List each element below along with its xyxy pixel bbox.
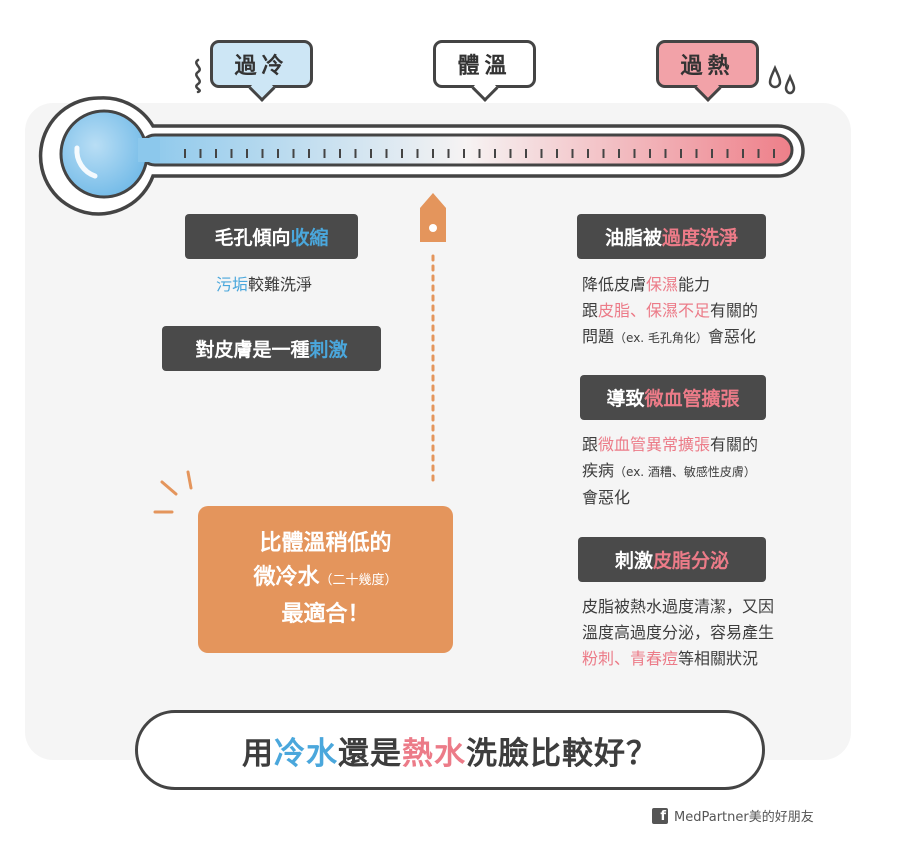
note-oil-line1-a: 降低皮膚 xyxy=(582,275,647,294)
recommend-line1: 比體溫稍低的 xyxy=(259,531,392,556)
credit-text: MedPartner美的好朋友 xyxy=(674,810,814,825)
too-hot-bubble: 過熱 xyxy=(656,40,759,88)
tag-pores-shrink-text: 毛孔傾向 xyxy=(214,227,291,249)
too-hot-label: 過熱 xyxy=(680,54,735,79)
tag-skin-irritation-highlight: 刺激 xyxy=(309,339,348,361)
page-title: 用冷水還是熱水洗臉比較好？ xyxy=(135,710,765,790)
tag-skin-irritation: 對皮膚是一種刺激 xyxy=(162,326,381,371)
cold-shiver-icon xyxy=(195,58,201,94)
tag-pores-shrink-highlight: 收縮 xyxy=(290,227,329,249)
note-oil-line1-b: 保濕 xyxy=(646,275,679,294)
note-oil-line2: 跟皮脂、保濕不足有關的 xyxy=(582,298,758,324)
note-oil-line2-c: 有關的 xyxy=(710,301,759,320)
note-capillary-line1: 跟微血管異常擴張有關的 xyxy=(582,432,758,458)
too-cold-bubble: 過冷 xyxy=(210,40,313,88)
recommendation-box: 比體溫稍低的 微冷水（二十幾度） 最適合！ xyxy=(198,506,453,653)
sweat-drops-icon xyxy=(768,64,796,95)
note-capillary: 跟微血管異常擴張有關的 疾病（ex. 酒糟、敏感性皮膚） 會惡化 xyxy=(582,432,758,511)
title-part-c: 還是 xyxy=(338,735,402,772)
note-capillary-line1-c: 有關的 xyxy=(710,435,759,454)
tag-oil-overwashed: 油脂被過度洗淨 xyxy=(577,214,766,259)
note-oil-line3-b: （ex. 毛孔角化） xyxy=(614,331,708,345)
note-capillary-line3: 會惡化 xyxy=(582,488,631,507)
note-oil-line2-a: 跟 xyxy=(582,301,599,320)
body-temp-label: 體溫 xyxy=(457,54,512,79)
note-oil-line1-c: 能力 xyxy=(678,275,711,294)
tag-sebum-text: 刺激 xyxy=(614,550,653,572)
tag-capillary-dilation: 導致微血管擴張 xyxy=(580,375,766,420)
note-sebum-line3-b: 等相關狀況 xyxy=(678,649,759,668)
tag-sebum-secretion: 刺激皮脂分泌 xyxy=(578,537,766,582)
burst-lines-icon xyxy=(153,470,193,514)
recommend-line2-note: （二十幾度） xyxy=(319,573,398,588)
recommend-line3: 最適合！ xyxy=(281,602,370,627)
tag-skin-irritation-text: 對皮膚是一種 xyxy=(195,339,310,361)
facebook-icon: f xyxy=(652,807,668,824)
note-oil-line2-b: 皮脂、保濕不足 xyxy=(598,301,711,320)
note-oil-line3: 問題（ex. 毛孔角化）會惡化 xyxy=(582,324,758,351)
note-capillary-line1-b: 微血管異常擴張 xyxy=(598,435,711,454)
title-part-a: 用 xyxy=(242,735,274,772)
note-oil-overwashed: 降低皮膚保濕能力 跟皮脂、保濕不足有關的 問題（ex. 毛孔角化）會惡化 xyxy=(582,272,758,351)
body-temp-bubble: 體溫 xyxy=(433,40,536,88)
credit: f MedPartner美的好朋友 xyxy=(652,806,814,825)
title-part-e: 洗臉比較好？ xyxy=(466,735,658,772)
note-sebum-line3: 粉刺、青春痘等相關狀況 xyxy=(582,646,774,672)
note-capillary-line2-a: 疾病 xyxy=(582,461,615,480)
note-dirt-text: 較難洗淨 xyxy=(248,275,313,294)
note-oil-line1: 降低皮膚保濕能力 xyxy=(582,272,758,298)
thermometer-ticks xyxy=(184,149,775,158)
note-sebum-line3-a: 粉刺、青春痘 xyxy=(582,649,679,668)
note-sebum-line1: 皮脂被熱水過度清潔，又因 xyxy=(582,597,775,616)
tag-capillary-text: 導致 xyxy=(606,388,645,410)
title-cold-water: 冷水 xyxy=(274,735,338,772)
tag-pores-shrink: 毛孔傾向收縮 xyxy=(185,214,358,259)
note-capillary-line2-b: （ex. 酒糟、敏感性皮膚） xyxy=(614,465,756,479)
note-dirt-highlight: 污垢 xyxy=(216,275,249,294)
recommend-line2: 微冷水（二十幾度） xyxy=(253,561,397,598)
note-oil-line3-c: 會惡化 xyxy=(707,327,756,346)
recommend-line2-main: 微冷水 xyxy=(253,565,320,590)
too-cold-label: 過冷 xyxy=(234,54,289,79)
title-hot-water: 熱水 xyxy=(402,735,466,772)
note-sebum-line2: 溫度高過度分泌，容易產生 xyxy=(582,623,775,642)
note-oil-line3-a: 問題 xyxy=(582,327,615,346)
note-sebum: 皮脂被熱水過度清潔，又因 溫度高過度分泌，容易產生 粉刺、青春痘等相關狀況 xyxy=(582,594,774,672)
tag-oil-overwashed-text: 油脂被 xyxy=(604,227,662,249)
tag-sebum-highlight: 皮脂分泌 xyxy=(653,550,730,572)
tag-capillary-highlight: 微血管擴張 xyxy=(644,388,740,410)
note-dirt-hard-to-wash: 污垢較難洗淨 xyxy=(216,272,312,298)
note-capillary-line2: 疾病（ex. 酒糟、敏感性皮膚） xyxy=(582,458,758,485)
body-temp-marker xyxy=(420,193,446,488)
note-capillary-line1-a: 跟 xyxy=(582,435,599,454)
tag-oil-overwashed-highlight: 過度洗淨 xyxy=(662,227,739,249)
